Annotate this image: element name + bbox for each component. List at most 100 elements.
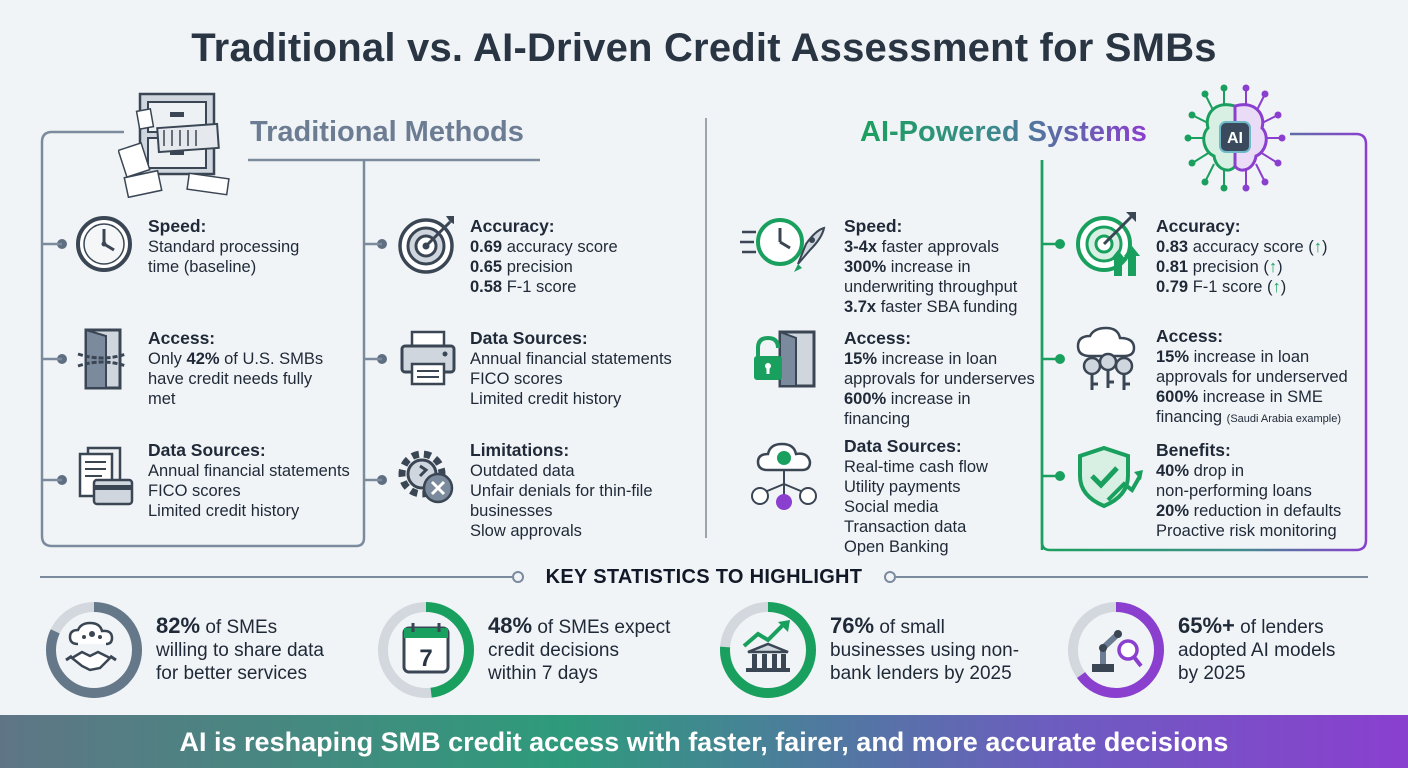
ai-data-line: Open Banking [844, 538, 949, 556]
metric-close: ) [1280, 278, 1287, 296]
cloud-handshake-icon [65, 621, 117, 672]
stat-ring-fill [46, 602, 142, 698]
up-arrow-icon: ↑ [1272, 278, 1281, 296]
ai-speed-line: 300% increase in [844, 257, 1017, 277]
trad-accuracy: Accuracy: 0.69 accuracy score 0.65 preci… [470, 216, 618, 297]
stat-4-text: adopted AI models [1178, 640, 1336, 661]
stat-4: 65%+ of lenders adopted AI models by 202… [1178, 614, 1335, 685]
metric-label: precision ( [1188, 258, 1269, 276]
metric-label: accuracy score ( [1188, 238, 1314, 256]
stat-1-text: for better services [156, 663, 307, 684]
trad-speed-line: time (baseline) [148, 258, 257, 276]
bottom-banner [0, 715, 1408, 768]
stat-ring-fill [378, 602, 474, 698]
metric-close: ) [1277, 258, 1283, 276]
stat-1-value: 82% [156, 613, 201, 638]
metric-label: precision [502, 258, 573, 276]
trad-data2-heading: Data Sources: [470, 328, 588, 348]
target-growth-icon [1076, 212, 1140, 276]
trad-access-heading: Access: [148, 328, 216, 348]
stat-4-value: 65%+ [1178, 613, 1235, 638]
ai-benefits: Benefits: 40% drop in non-performing loa… [1156, 440, 1341, 541]
stat-ring-1 [46, 602, 142, 698]
stat-bold: 600% [844, 390, 887, 408]
trad-limitations-line: businesses [470, 502, 553, 520]
ai-access-2: Access: 15% increase in loan approvals f… [1156, 326, 1348, 429]
trad-data2-line: FICO scores [470, 370, 563, 388]
documents-card-icon [78, 446, 134, 506]
calendar-icon: 7 [402, 623, 450, 674]
ai-access-line: approvals for underserves [844, 370, 1035, 388]
stat-4-text: of lenders [1234, 617, 1324, 638]
ai-access2-heading: Access: [1156, 326, 1224, 346]
trad-speed-line: Standard processing [148, 238, 300, 256]
ai-speed-line: 3.7x faster SBA funding [844, 297, 1017, 317]
ai-access2-line: 15% increase in loan [1156, 347, 1348, 367]
stat-text: increase in SME [1198, 388, 1323, 406]
ai-speed-line: underwriting throughput [844, 278, 1018, 296]
ai-chip-label: AI [1227, 130, 1243, 147]
stat-3-text: businesses using non- [830, 640, 1020, 661]
ai-data-line: Transaction data [844, 518, 967, 536]
stat-bold: 40% [1156, 462, 1190, 480]
trad-speed-heading: Speed: [148, 216, 207, 236]
metric-value: 0.69 [470, 238, 503, 256]
trad-limitations-line: Slow approvals [470, 522, 582, 540]
ai-speed-heading: Speed: [844, 216, 903, 236]
ai-access-line: financing [844, 410, 911, 428]
gear-x-icon [398, 450, 454, 504]
stat-text: drop in [1189, 462, 1245, 480]
metric-label: accuracy score [502, 238, 618, 256]
stat-3: 76% of small businesses using non- bank … [830, 614, 1019, 685]
stat-text: faster SBA funding [876, 298, 1018, 316]
stat-bold: 3-4x [844, 238, 878, 256]
stat-bold: 20% [1156, 502, 1190, 520]
trad-access-line: met [148, 390, 176, 408]
ai-data-heading: Data Sources: [844, 436, 962, 456]
trad-accuracy-heading: Accuracy: [470, 216, 555, 236]
stat-text: reduction in defaults [1189, 502, 1342, 520]
trad-accuracy-row: 0.65 precision [470, 257, 618, 277]
stat-text: increase in [886, 258, 971, 276]
trad-speed: Speed: Standard processing time (baselin… [148, 216, 299, 277]
stat-bold: 300% [844, 258, 887, 276]
stat-2-value: 48% [488, 613, 533, 638]
trad-data2-line: Annual financial statements [470, 350, 672, 368]
ai-data-line: Utility payments [844, 478, 961, 496]
stat-text: financing [1156, 408, 1223, 426]
metric-value: 0.81 [1156, 258, 1189, 276]
trad-limitations-line: Outdated data [470, 462, 575, 480]
cloud-network-icon [751, 442, 817, 510]
stat-1-text: of SMEs [200, 617, 278, 638]
trad-data-heading: Data Sources: [148, 440, 266, 460]
ai-benefits-line: 20% reduction in defaults [1156, 501, 1341, 521]
metric-label: F-1 score ( [1188, 278, 1273, 296]
ai-access-heading: Access: [844, 328, 912, 348]
stat-2: 48% of SMEs expect credit decisions with… [488, 614, 670, 685]
metric-value: 0.83 [1156, 238, 1189, 256]
ai-accuracy-row: 0.83 accuracy score (↑) [1156, 237, 1328, 257]
trad-accuracy-row: 0.58 F-1 score [470, 277, 618, 297]
stat-bold: 600% [1156, 388, 1199, 406]
stat-note: (Saudi Arabia example) [1226, 413, 1341, 425]
ai-accuracy-heading: Accuracy: [1156, 216, 1241, 236]
stat-2-text: credit decisions [488, 640, 619, 661]
stat-bold: 15% [844, 350, 878, 368]
trad-data-line: FICO scores [148, 482, 241, 500]
metric-close: ) [1322, 238, 1328, 256]
stat-3-value: 76% [830, 613, 875, 638]
target-icon [398, 216, 454, 274]
ai-brain-icon: AI [1184, 84, 1286, 192]
stat-4-text: by 2025 [1178, 663, 1246, 684]
ai-access: Access: 15% increase in loan approvals f… [844, 328, 1035, 429]
ai-data-line: Social media [844, 498, 939, 516]
trad-accuracy-row: 0.69 accuracy score [470, 237, 618, 257]
trad-data2-line: Limited credit history [470, 390, 622, 408]
ai-benefits-heading: Benefits: [1156, 440, 1231, 460]
traditional-title: Traditional Methods [250, 116, 524, 148]
center-divider [705, 118, 707, 538]
stat-3-text: of small [874, 617, 945, 638]
stat-text: faster approvals [877, 238, 1000, 256]
shield-check-icon [1078, 445, 1143, 509]
